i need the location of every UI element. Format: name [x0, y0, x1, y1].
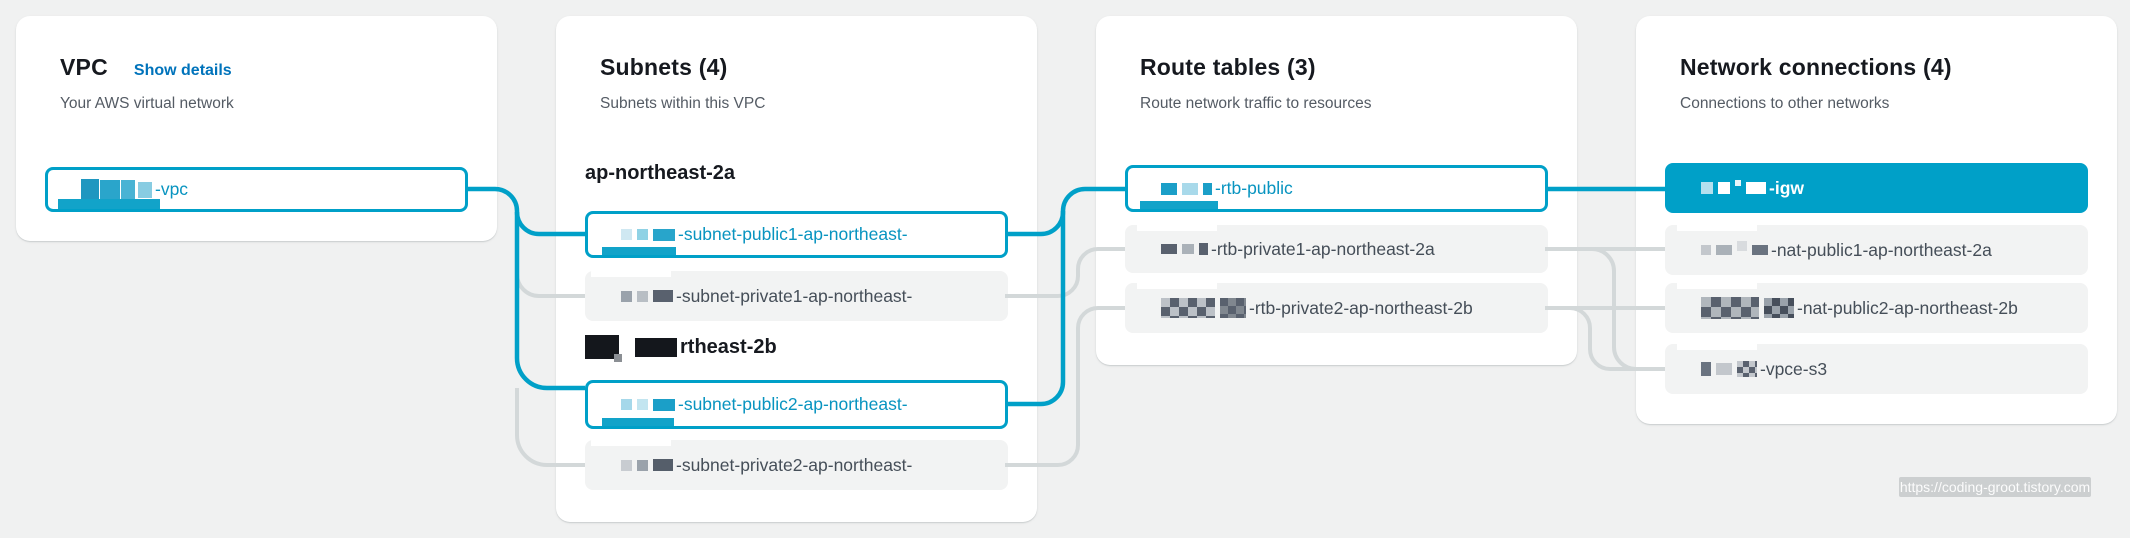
subnet-item-private2[interactable]: -subnet-private2-ap-northeast- — [585, 440, 1008, 490]
redacted-prefix — [1161, 182, 1212, 195]
route-table-item-private1[interactable]: -rtb-private1-ap-northeast-2a — [1125, 225, 1548, 273]
redaction-patch — [591, 271, 671, 277]
vpc-item-label: -vpc — [155, 179, 189, 199]
watermark: https://coding-groot.tistory.com — [1899, 477, 2091, 497]
network-item-label: -nat-public1-ap-northeast-2a — [1771, 239, 1992, 260]
subnet-item-label: -subnet-private2-ap-northeast- — [676, 454, 913, 475]
show-details-link[interactable]: Show details — [133, 62, 232, 79]
redacted-prefix — [621, 459, 673, 471]
redaction-bar — [602, 247, 676, 255]
subnets-panel: Subnets (4) Subnets within this VPC ap-n… — [556, 16, 1037, 522]
redacted-prefix — [621, 228, 675, 241]
route-table-item-public[interactable]: -rtb-public — [1125, 165, 1548, 212]
subnets-panel-subtitle: Subnets within this VPC — [600, 95, 766, 112]
subnet-item-private1[interactable]: -subnet-private1-ap-northeast- — [585, 271, 1008, 321]
subnets-panel-title: Subnets (4) — [600, 54, 728, 80]
redaction-bar — [1140, 201, 1218, 209]
network-item-label: -nat-public2-ap-northeast-2b — [1797, 297, 2018, 318]
az-group-heading-2a: ap-northeast-2a — [585, 162, 736, 184]
redaction-bar — [602, 418, 674, 426]
redacted-prefix — [1701, 361, 1757, 377]
network-item-vpce[interactable]: -vpce-s3 — [1665, 344, 2088, 394]
redaction-patch — [1677, 344, 1757, 350]
subnet-item-public1[interactable]: -subnet-public1-ap-northeast- — [585, 211, 1008, 258]
vpc-panel-subtitle: Your AWS virtual network — [60, 95, 234, 112]
redaction-patch — [591, 440, 671, 446]
subnet-item-label: -subnet-public1-ap-northeast- — [678, 224, 908, 244]
redacted-prefix — [1161, 298, 1246, 318]
vpc-item[interactable]: -vpc — [45, 167, 468, 212]
network-item-nat1[interactable]: -nat-public1-ap-northeast-2a — [1665, 225, 2088, 275]
redacted-prefix — [1701, 180, 1766, 194]
network-item-label: -vpce-s3 — [1760, 358, 1828, 379]
redacted-prefix — [1701, 241, 1768, 255]
subnet-item-label: -subnet-private1-ap-northeast- — [676, 285, 913, 306]
network-item-nat2[interactable]: -nat-public2-ap-northeast-2b — [1665, 283, 2088, 333]
route-tables-panel: Route tables (3) Route network traffic t… — [1096, 16, 1577, 365]
redacted-prefix — [81, 178, 152, 201]
redacted-prefix — [621, 290, 673, 302]
network-connections-panel-title: Network connections (4) — [1680, 54, 1952, 80]
vpc-panel: VPC Show details Your AWS virtual networ… — [16, 16, 497, 241]
network-item-label: -igw — [1769, 177, 1804, 198]
redacted-blocks — [585, 332, 677, 362]
subnet-item-public2[interactable]: -subnet-public2-ap-northeast- — [585, 380, 1008, 429]
network-connections-panel-subtitle: Connections to other networks — [1680, 95, 1890, 112]
route-table-item-label: -rtb-private2-ap-northeast-2b — [1249, 297, 1473, 318]
redacted-prefix — [621, 398, 675, 411]
redaction-bar — [58, 199, 160, 209]
network-item-igw[interactable]: -igw — [1665, 163, 2088, 213]
route-tables-panel-title: Route tables (3) — [1140, 54, 1316, 80]
redaction-patch — [1137, 283, 1217, 289]
subnet-item-label: -subnet-public2-ap-northeast- — [678, 394, 908, 414]
redaction-patch — [1677, 225, 1757, 231]
redacted-prefix — [1161, 243, 1208, 255]
network-connections-panel: Network connections (4) Connections to o… — [1636, 16, 2117, 424]
route-tables-panel-subtitle: Route network traffic to resources — [1140, 95, 1372, 112]
redaction-patch — [1677, 283, 1757, 289]
redaction-patch — [1137, 225, 1217, 231]
route-table-item-private2[interactable]: -rtb-private2-ap-northeast-2b — [1125, 283, 1548, 333]
redaction-patch — [594, 214, 716, 218]
az-group-heading-2b: rtheast-2b — [585, 332, 777, 362]
redacted-prefix — [1701, 297, 1794, 319]
redaction-patch — [594, 383, 677, 387]
route-table-item-label: -rtb-private1-ap-northeast-2a — [1211, 238, 1435, 259]
vpc-panel-title: VPC — [60, 54, 108, 80]
az-group-heading-2b-text: rtheast-2b — [680, 335, 777, 358]
route-table-item-label: -rtb-public — [1215, 178, 1293, 198]
